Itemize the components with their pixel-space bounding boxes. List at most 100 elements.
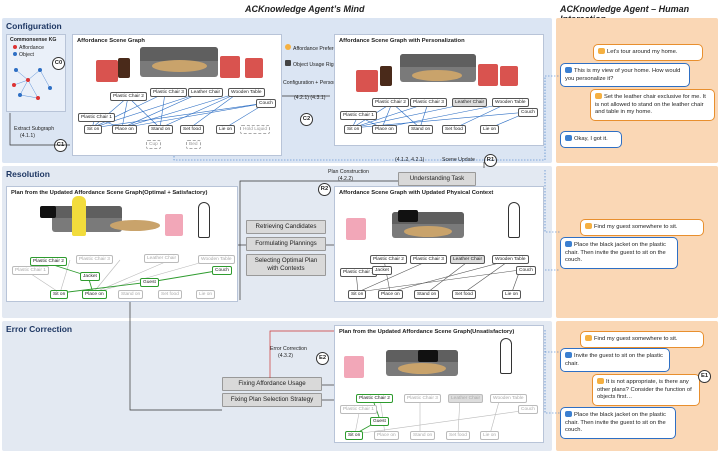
node-couch: Couch <box>518 405 538 414</box>
affordance-sit-on: Sit on <box>50 290 69 299</box>
jacket-image <box>40 206 56 218</box>
kg-network <box>13 69 51 99</box>
personalization-refs: (4.2.1) (4.3.1) <box>294 95 326 101</box>
node-cup: Cup <box>146 140 161 149</box>
plastic-chair-image <box>356 70 378 92</box>
personalization-label: Configuration + Personalization <box>283 80 356 86</box>
node-plastic-chair-3: Plastic Chair 3 <box>410 255 447 264</box>
affordance-stand-on: Stand on <box>408 125 434 134</box>
resolution-left-title: Plan from the Updated Affordance Scene G… <box>11 190 208 196</box>
dotted-links <box>173 75 560 414</box>
commonsense-kg-box: Commonsense KG Affordance Object <box>6 34 66 112</box>
human-icon <box>585 223 592 229</box>
scene-update-ref: (4.1.2, 4.2.1) <box>395 157 425 163</box>
r1-marker: R1 <box>484 154 497 167</box>
human-icon <box>597 378 604 384</box>
node-leather-chair: Leather Chair <box>452 98 488 107</box>
plastic-chair-image <box>500 66 518 86</box>
affordance-set-food: Set food <box>442 125 466 134</box>
error-correction-ref: (4.3.2) <box>278 353 293 359</box>
affordance-sit-on: Sit on <box>348 290 367 299</box>
jacket-image <box>418 350 438 362</box>
agent-icon <box>565 135 572 141</box>
plastic-chair-image <box>344 356 364 378</box>
human-icon <box>598 48 605 54</box>
affordance-lie-on: Lie on <box>216 125 236 134</box>
human-icon <box>595 93 602 99</box>
node-plastic-chair-1: Plastic Chair 1 <box>78 113 115 122</box>
node-plastic-chair-2: Plastic Chair 2 <box>370 255 407 264</box>
affordance-stand-on: Stand on <box>414 290 440 299</box>
e2-marker: E2 <box>316 352 329 365</box>
affordance-preference-label: Affordance Preference <box>285 44 345 52</box>
node-plastic-chair-3: Plastic Chair 3 <box>410 98 447 107</box>
node-plastic-chair-2: Plastic Chair 2 <box>30 257 67 266</box>
wooden-table-image <box>404 226 452 237</box>
wooden-table-image <box>152 60 207 72</box>
plastic-chair-image <box>220 56 240 78</box>
affordance-stand-on: Stand on <box>410 431 436 440</box>
c2-marker: C2 <box>300 113 313 126</box>
node-wooden-table: Wooden Table <box>198 255 235 264</box>
wooden-table-image <box>412 70 462 81</box>
plan-construction-ref: (4.2.2) <box>338 176 353 182</box>
chat-agent-message: This is my view of your home. How would … <box>560 63 690 88</box>
agent-icon <box>565 67 572 73</box>
affordance-hold-liquid: Hold Liquid <box>240 125 271 134</box>
affordance-place-on: Place on <box>82 290 107 299</box>
node-guest: Guest <box>140 278 159 287</box>
human-icon <box>585 335 592 341</box>
node-plastic-chair-3: Plastic Chair 3 <box>76 255 113 264</box>
affordance-lie-on: Lie on <box>480 125 500 134</box>
object-usage-rights-label: Object Usage Rights <box>285 60 341 68</box>
affordance-lie-on: Lie on <box>196 290 216 299</box>
e1-marker: E1 <box>698 370 711 383</box>
selecting-optimal-plan-step: Selecting Optimal Plan with Contexts <box>246 254 326 276</box>
node-plastic-chair-3: Plastic Chair 3 <box>404 394 441 403</box>
node-plastic-chair-1: Plastic Chair 1 <box>12 266 49 275</box>
couch-image <box>52 206 122 232</box>
flow-arrows <box>9 95 485 411</box>
plastic-chair-image <box>346 218 366 240</box>
affordance-place-on: Place on <box>112 125 137 134</box>
node-jacket: Jacket <box>80 272 100 281</box>
leather-chair-image <box>380 66 392 86</box>
affordance-sit-on: Sit on <box>345 431 364 440</box>
extract-subgraph-ref: (4.1.1) <box>20 133 35 139</box>
chat-agent-message: Place the black jacket on the plastic ch… <box>560 407 676 439</box>
mind-header: ACKnowledge Agent’s Mind <box>245 4 365 14</box>
agent-person-image <box>198 202 210 238</box>
error-graph-title: Plan from the Updated Affordance Scene G… <box>339 329 515 335</box>
error-graph-edges <box>354 397 529 435</box>
fixing-affordance-usage-step: Fixing Affordance Usage <box>222 377 322 391</box>
node-guest: Guest <box>370 417 389 426</box>
plastic-chair-image <box>165 214 183 236</box>
error-title: Error Correction <box>6 324 73 334</box>
error-graph-panel: Plan from the Updated Affordance Scene G… <box>334 325 544 443</box>
affordance-lie-on: Lie on <box>502 290 522 299</box>
config-left-edges <box>91 92 267 129</box>
node-couch: Couch <box>256 99 276 108</box>
node-leather-chair: Leather Chair <box>144 254 180 263</box>
plastic-chair-image <box>245 58 263 78</box>
chat-agent-message: Invite the guest to sit on the plastic c… <box>560 348 670 373</box>
agent-person-image <box>500 338 512 374</box>
agent-person-image <box>508 202 520 238</box>
node-wooden-table: Wooden Table <box>492 98 529 107</box>
affordance-set-food: Set food <box>452 290 476 299</box>
leather-chair-image <box>118 58 130 78</box>
agent-icon <box>565 241 572 247</box>
c0-marker: C0 <box>52 57 65 70</box>
affordance-stand-on: Stand on <box>118 290 144 299</box>
kg-legend-object: Object <box>13 52 34 58</box>
node-plastic-chair-2: Plastic Chair 2 <box>372 98 409 107</box>
resolution-title: Resolution <box>6 169 50 179</box>
node-plastic-chair-1: Plastic Chair 1 <box>340 111 377 120</box>
node-bed: Bed <box>186 140 201 149</box>
agent-icon <box>565 411 572 417</box>
chat-human-message: It is not appropriate, is there any othe… <box>592 374 700 406</box>
personalized-scene-graph-title: Affordance Scene Graph with Personalizat… <box>339 38 465 44</box>
affordance-lie-on: Lie on <box>480 431 500 440</box>
retrieving-candidates-step: Retrieving Candidates <box>246 220 326 234</box>
node-wooden-table: Wooden Table <box>490 394 527 403</box>
